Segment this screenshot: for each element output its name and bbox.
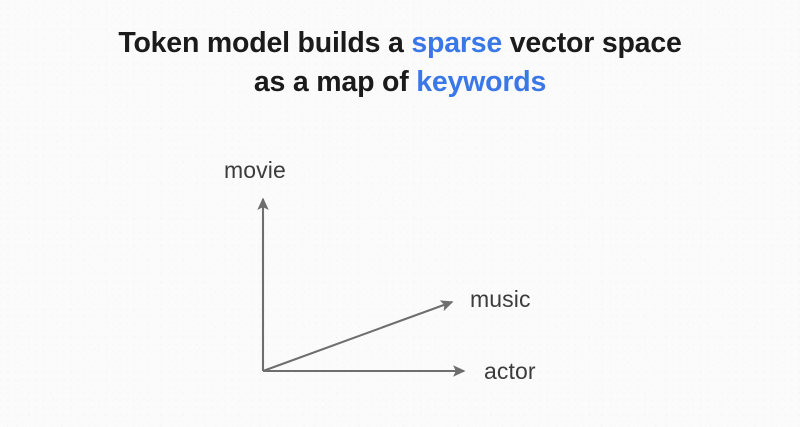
page-title: Token model builds a sparse vector space… bbox=[0, 24, 800, 102]
title-line-1-before: Token model builds a bbox=[118, 27, 412, 59]
title-line-1-highlight: sparse bbox=[411, 27, 503, 59]
axis-label-music: music bbox=[470, 286, 531, 312]
title-line-2-before: as a map of bbox=[253, 66, 417, 98]
title-line-1-after: vector space bbox=[502, 27, 682, 59]
title-line-2: as a map of keywords bbox=[0, 63, 800, 102]
title-line-1: Token model builds a sparse vector space bbox=[0, 24, 800, 63]
axis-label-actor: actor bbox=[484, 358, 536, 384]
title-line-2-highlight: keywords bbox=[416, 66, 547, 98]
music-axis-line bbox=[262, 300, 454, 372]
axis-label-movie: movie bbox=[224, 157, 286, 183]
